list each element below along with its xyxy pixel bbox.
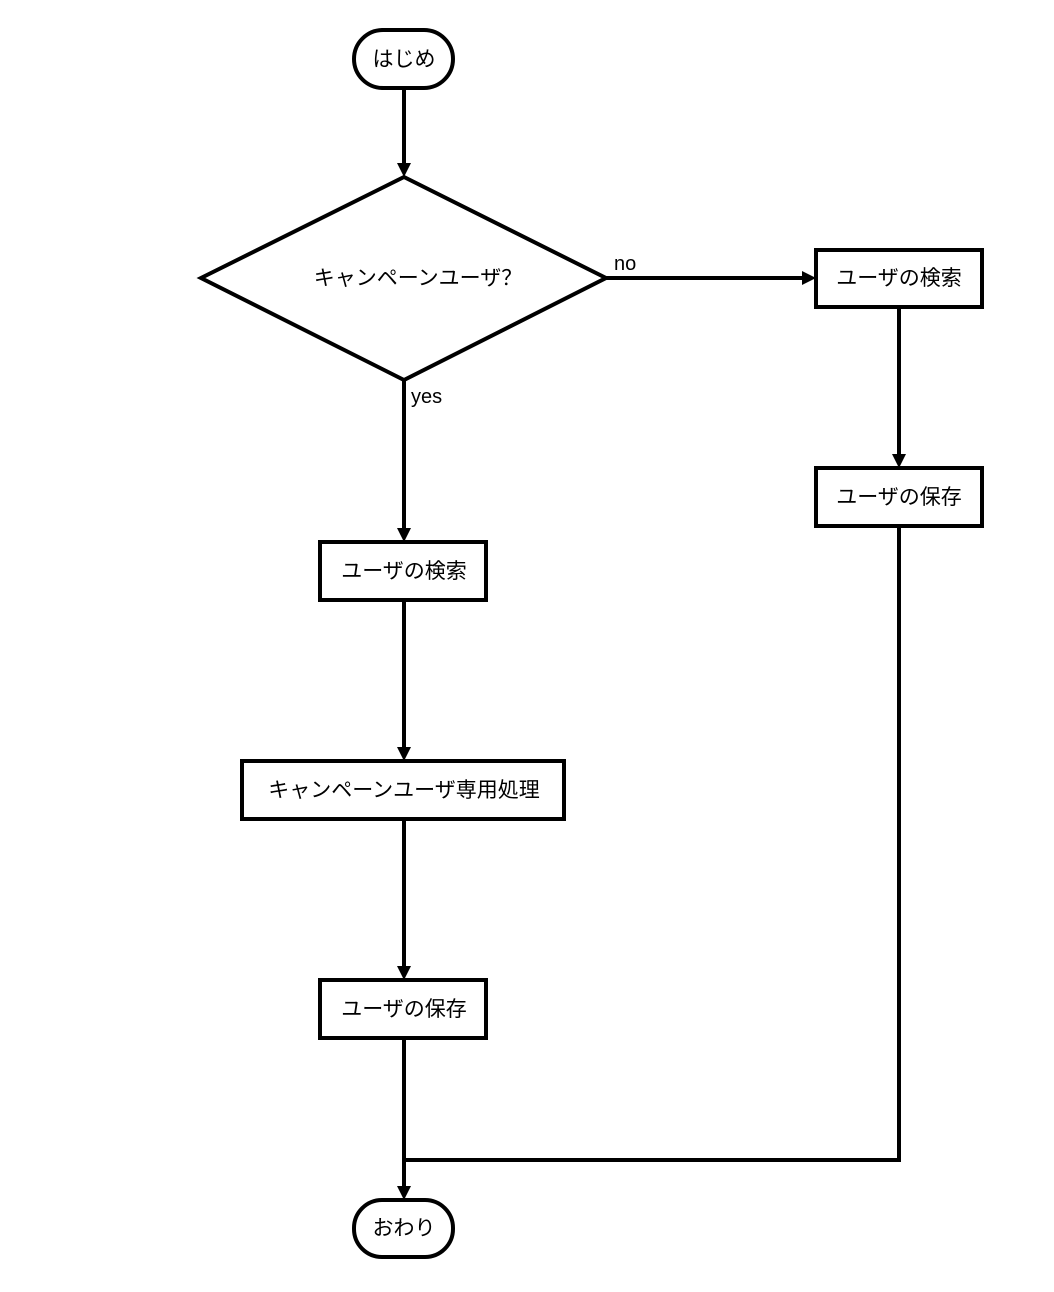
- arrowhead-end: [397, 1186, 411, 1200]
- no-save-box: [814, 466, 984, 528]
- end-label: おわり: [373, 1216, 436, 1240]
- arrowhead-decision: [397, 163, 411, 177]
- campaign-processing-box: [240, 759, 566, 821]
- decision-label: キャンペーンユーザ？: [314, 266, 523, 290]
- no-search-box: [814, 248, 984, 309]
- yes-search-label: ユーザの検索: [341, 559, 467, 583]
- no-search-label: ユーザの検索: [836, 266, 962, 290]
- arrowhead-no-save: [892, 454, 906, 468]
- start-node: はじめ: [352, 28, 455, 90]
- decision-node: キャンペーンユーザ？: [196, 174, 611, 383]
- decision-diamond: [196, 174, 611, 383]
- arrowhead-yes-search: [397, 528, 411, 542]
- arrowhead-processing: [397, 747, 411, 761]
- yes-search-node: ユーザの検索: [318, 540, 488, 602]
- start-terminal: [352, 28, 455, 90]
- yes-save-label: ユーザの保存: [341, 997, 467, 1021]
- campaign-processing-label: キャンペーンユーザ専用処理: [268, 778, 540, 802]
- no-save-node: ユーザの保存: [814, 466, 984, 528]
- no-save-label: ユーザの保存: [836, 485, 962, 509]
- campaign-processing-node: キャンペーンユーザ専用処理: [240, 759, 566, 821]
- arrowhead-no-search: [802, 271, 816, 285]
- end-node: おわり: [352, 1198, 455, 1259]
- yes-label: yes: [411, 386, 442, 408]
- no-label: no: [614, 253, 636, 275]
- edges: [397, 88, 906, 1200]
- end-terminal: [352, 1198, 455, 1259]
- arrowhead-yes-save: [397, 966, 411, 980]
- yes-save-box: [318, 978, 488, 1040]
- start-label: はじめ: [373, 47, 436, 71]
- yes-search-box: [318, 540, 488, 602]
- no-search-node: ユーザの検索: [814, 248, 984, 309]
- edge-no-save-to-end: [404, 526, 901, 1162]
- yes-save-node: ユーザの保存: [318, 978, 488, 1040]
